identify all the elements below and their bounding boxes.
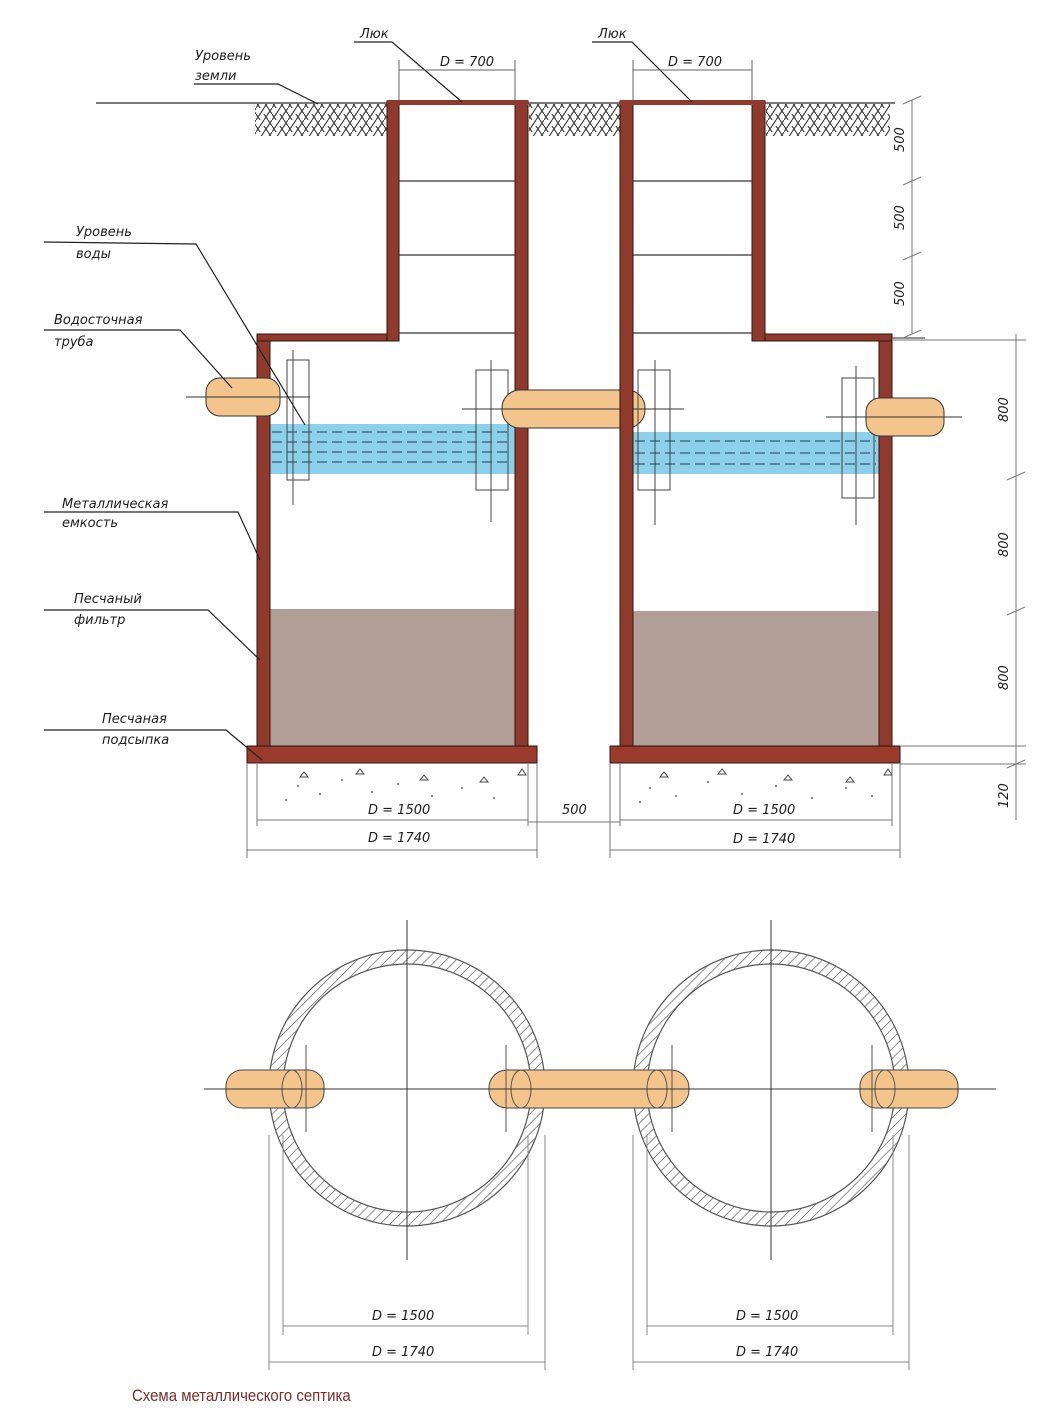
dim-v7: 120 <box>997 783 1012 808</box>
sand-filter-right <box>633 611 879 746</box>
callout-labels: Люк Люк Уровень земли Уровень воды Водос… <box>54 27 627 748</box>
label-metal-tank-1: Металлическая <box>62 497 168 512</box>
sand-bedding <box>285 768 893 803</box>
figure-caption: Схема металлического септика <box>132 1386 351 1405</box>
dim-neck-right: D = 700 <box>668 55 722 70</box>
neck-dimensions <box>398 60 753 100</box>
base-dimensions <box>246 764 901 858</box>
dim-plan-inner-right: D = 1500 <box>736 1309 798 1324</box>
label-drain-pipe-2: труба <box>54 335 94 350</box>
dim-v3: 500 <box>893 281 908 306</box>
soil-hatching <box>255 104 890 136</box>
label-drain-pipe-1: Водосточная <box>54 313 143 328</box>
right-tank <box>609 100 962 764</box>
dim-outer-left: D = 1740 <box>368 831 430 846</box>
plan-dimensions <box>268 1135 910 1370</box>
dim-neck-left: D = 700 <box>440 55 494 70</box>
label-water-level-1: Уровень <box>76 225 132 240</box>
dim-v2: 500 <box>893 205 908 230</box>
dim-inner-right: D = 1500 <box>733 803 795 818</box>
dim-plan-inner-left: D = 1500 <box>372 1309 434 1324</box>
label-sand-filter-1: Песчаный <box>74 592 142 607</box>
dim-plan-outer-right: D = 1740 <box>736 1345 798 1360</box>
base-plate-left <box>246 745 538 764</box>
dim-inner-left: D = 1500 <box>368 803 430 818</box>
label-hatch-right: Люк <box>597 27 627 42</box>
plan-pipes <box>204 1045 996 1132</box>
dim-v6: 800 <box>997 665 1012 690</box>
connecting-pipe <box>462 389 684 429</box>
label-sand-bed-1: Песчаная <box>102 712 167 727</box>
dim-v4: 800 <box>997 397 1012 422</box>
label-sand-bed-2: подсыпка <box>102 733 169 748</box>
left-tank <box>186 100 538 764</box>
label-metal-tank-2: емкость <box>62 516 118 531</box>
label-ground-level-1: Уровень <box>195 49 251 64</box>
dim-outer-right: D = 1740 <box>733 832 795 847</box>
label-ground-level-2: земли <box>195 69 236 84</box>
label-water-level-2: воды <box>76 247 111 262</box>
leader-lines <box>43 41 693 761</box>
base-plate-right <box>609 745 901 764</box>
label-sand-filter-2: фильтр <box>74 613 125 628</box>
dim-plan-outer-left: D = 1740 <box>372 1345 434 1360</box>
sand-filter-left <box>270 609 515 746</box>
dim-v1: 500 <box>893 127 908 152</box>
dim-gap: 500 <box>562 803 587 818</box>
vertical-dimensions <box>892 95 1026 820</box>
dim-v5: 800 <box>997 532 1012 557</box>
label-hatch-left: Люк <box>359 27 389 42</box>
